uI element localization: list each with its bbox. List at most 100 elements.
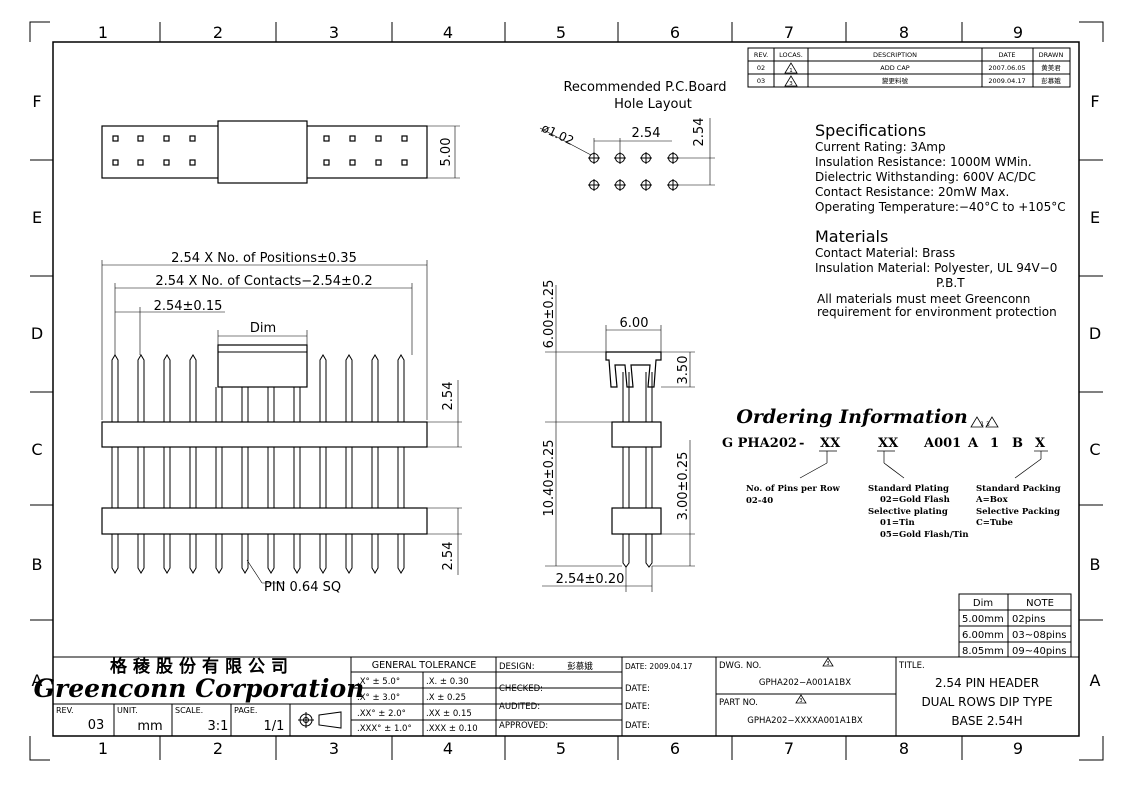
col-label-top: 5 <box>556 23 566 42</box>
part-no-value: GPHA202−XXXXA001A1BX <box>747 716 863 726</box>
side-total-top-dim: 6.00±0.25 <box>542 280 557 349</box>
col-label-bottom: 5 <box>556 739 566 758</box>
pcb-hole-icon <box>667 152 679 164</box>
frame-labels: 1 2 3 4 5 6 7 8 9 1 2 3 4 5 6 7 8 9 F E … <box>31 23 1101 758</box>
material-line: P.B.T <box>936 276 965 290</box>
row-label-left: F <box>32 92 41 111</box>
drawn-header: DRAWN <box>1039 51 1064 59</box>
note-cell: 02pins <box>1012 614 1045 625</box>
row-label-right: E <box>1090 208 1100 227</box>
packing-line: Selective Packing <box>976 507 1060 517</box>
part-no-label: PART NO. <box>719 698 758 708</box>
col-label-top: 8 <box>899 23 909 42</box>
pcb-hole-icon <box>614 152 626 164</box>
ordering-information: Ordering Information 1 3 G PHA202 - XX X… <box>722 406 1061 540</box>
row-label-left: E <box>32 208 42 227</box>
spec-line: Dielectric Withstanding: 600V AC/DC <box>815 170 1036 184</box>
plating-line: Standard Plating <box>868 484 949 494</box>
pin-size-callout: PIN 0.64 SQ <box>264 580 341 595</box>
side-lower-insulator <box>611 507 662 535</box>
row-label-left: C <box>31 440 42 459</box>
rev-cell: 02 <box>757 64 765 72</box>
approved-label: APPROVED: <box>499 721 548 731</box>
pcb-hole-icon <box>588 179 600 191</box>
drawing-title-line: BASE 2.54H <box>951 714 1022 728</box>
col-label-top: 3 <box>329 23 339 42</box>
dim-header: Dim <box>973 598 993 609</box>
checked-date-label: DATE: <box>625 684 650 694</box>
contacts-dim: 2.54 X No. of Contacts−2.54±0.2 <box>155 274 372 289</box>
pcb-pitch-y-dim: 2.54 <box>692 118 707 147</box>
specifications-block: Specifications Current Rating: 3Amp Insu… <box>815 121 1066 319</box>
checked-label: CHECKED: <box>499 684 543 694</box>
svg-text:1: 1 <box>789 68 793 74</box>
scale-label: SCALE. <box>175 706 203 715</box>
note-cell: 09~40pins <box>1012 646 1067 657</box>
svg-text:3: 3 <box>799 698 802 704</box>
drawing-title-line: DUAL ROWS DIP TYPE <box>921 695 1052 709</box>
front-view <box>101 260 462 584</box>
upper-insulator <box>101 421 428 448</box>
side-upper-insulator <box>611 421 662 448</box>
col-label-bottom: 8 <box>899 739 909 758</box>
designer-name: 彭慕娥 <box>567 661 593 672</box>
spec-line: Operating Temperature:−40°C to +105°C <box>815 200 1066 214</box>
note-header: NOTE <box>1026 598 1054 609</box>
side-row-pitch-dim: 2.54±0.20 <box>556 572 625 587</box>
pin-array <box>111 354 405 574</box>
material-line: All materials must meet Greenconn <box>817 292 1030 306</box>
side-view <box>542 285 695 592</box>
part-b: B <box>1012 436 1023 451</box>
svg-text:3: 3 <box>826 661 829 667</box>
material-line: requirement for environment protection <box>817 305 1057 319</box>
col-label-bottom: 2 <box>213 739 223 758</box>
ordering-title: Ordering Information <box>736 406 967 428</box>
pins-range: 02-40 <box>746 496 773 506</box>
dwg-revision-icon: 3 <box>822 657 834 667</box>
tolerance-angle: .X° ± 3.0° <box>357 693 400 703</box>
locas-header: LOCAS. <box>779 51 803 59</box>
description-cell: 變更料號 <box>882 76 909 85</box>
tolerance-angle: .XX° ± 2.0° <box>357 709 406 719</box>
packing-line: C=Tube <box>976 518 1014 528</box>
part-pins-field: XX <box>820 436 841 451</box>
part-revision-icon: 3 <box>795 694 807 704</box>
plating-line: Selective plating <box>868 507 948 517</box>
rev-cell: 03 <box>757 77 765 85</box>
audited-label: AUDITED: <box>499 702 540 712</box>
col-label-top: 1 <box>98 23 108 42</box>
part-packing-field: X <box>1035 436 1046 451</box>
svg-text:3: 3 <box>789 81 793 87</box>
title-block: 格稜股份有限公司 Greenconn Corporation REV. UNIT… <box>34 656 1079 736</box>
tolerance-angle: .XXX° ± 1.0° <box>357 724 412 734</box>
top-view <box>101 120 460 184</box>
col-label-bottom: 3 <box>329 739 339 758</box>
lower-insulator <box>101 507 428 535</box>
pin-lower-dim: 2.54 <box>441 542 456 571</box>
packing-line: Standard Packing <box>976 484 1061 494</box>
tolerance-title: GENERAL TOLERANCE <box>372 660 477 671</box>
pcb-hole-icon <box>640 179 652 191</box>
positions-dim: 2.54 X No. of Positions±0.35 <box>171 251 357 266</box>
part-plating-field: XX <box>878 436 899 451</box>
spec-line: Contact Resistance: 20mW Max. <box>815 185 1009 199</box>
tolerance-linear: .XX ± 0.15 <box>426 709 472 719</box>
dim-note-table: Dim NOTE 5.00mm 02pins 6.00mm 03~08pins … <box>958 593 1072 658</box>
pin-upper-dim: 2.54 <box>441 382 456 411</box>
date-cell: 2009.04.17 <box>988 77 1025 85</box>
row-label-left: A <box>32 671 43 690</box>
spec-line: Current Rating: 3Amp <box>815 140 946 154</box>
tolerance-linear: .X ± 0.25 <box>426 693 466 703</box>
col-label-top: 4 <box>443 23 453 42</box>
pcb-layout-title: Recommended P.C.Board <box>563 80 726 95</box>
approved-date-label: DATE: <box>625 721 650 731</box>
row-label-right: A <box>1090 671 1101 690</box>
dwg-no-value: GPHA202−A001A1BX <box>759 678 851 688</box>
page-label: PAGE. <box>234 706 257 715</box>
description-cell: ADD CAP <box>880 64 910 72</box>
row-label-right: B <box>1090 555 1101 574</box>
pcb-hole-icon <box>667 179 679 191</box>
row-label-right: D <box>1089 324 1101 343</box>
part-a001: A001 <box>923 436 961 451</box>
